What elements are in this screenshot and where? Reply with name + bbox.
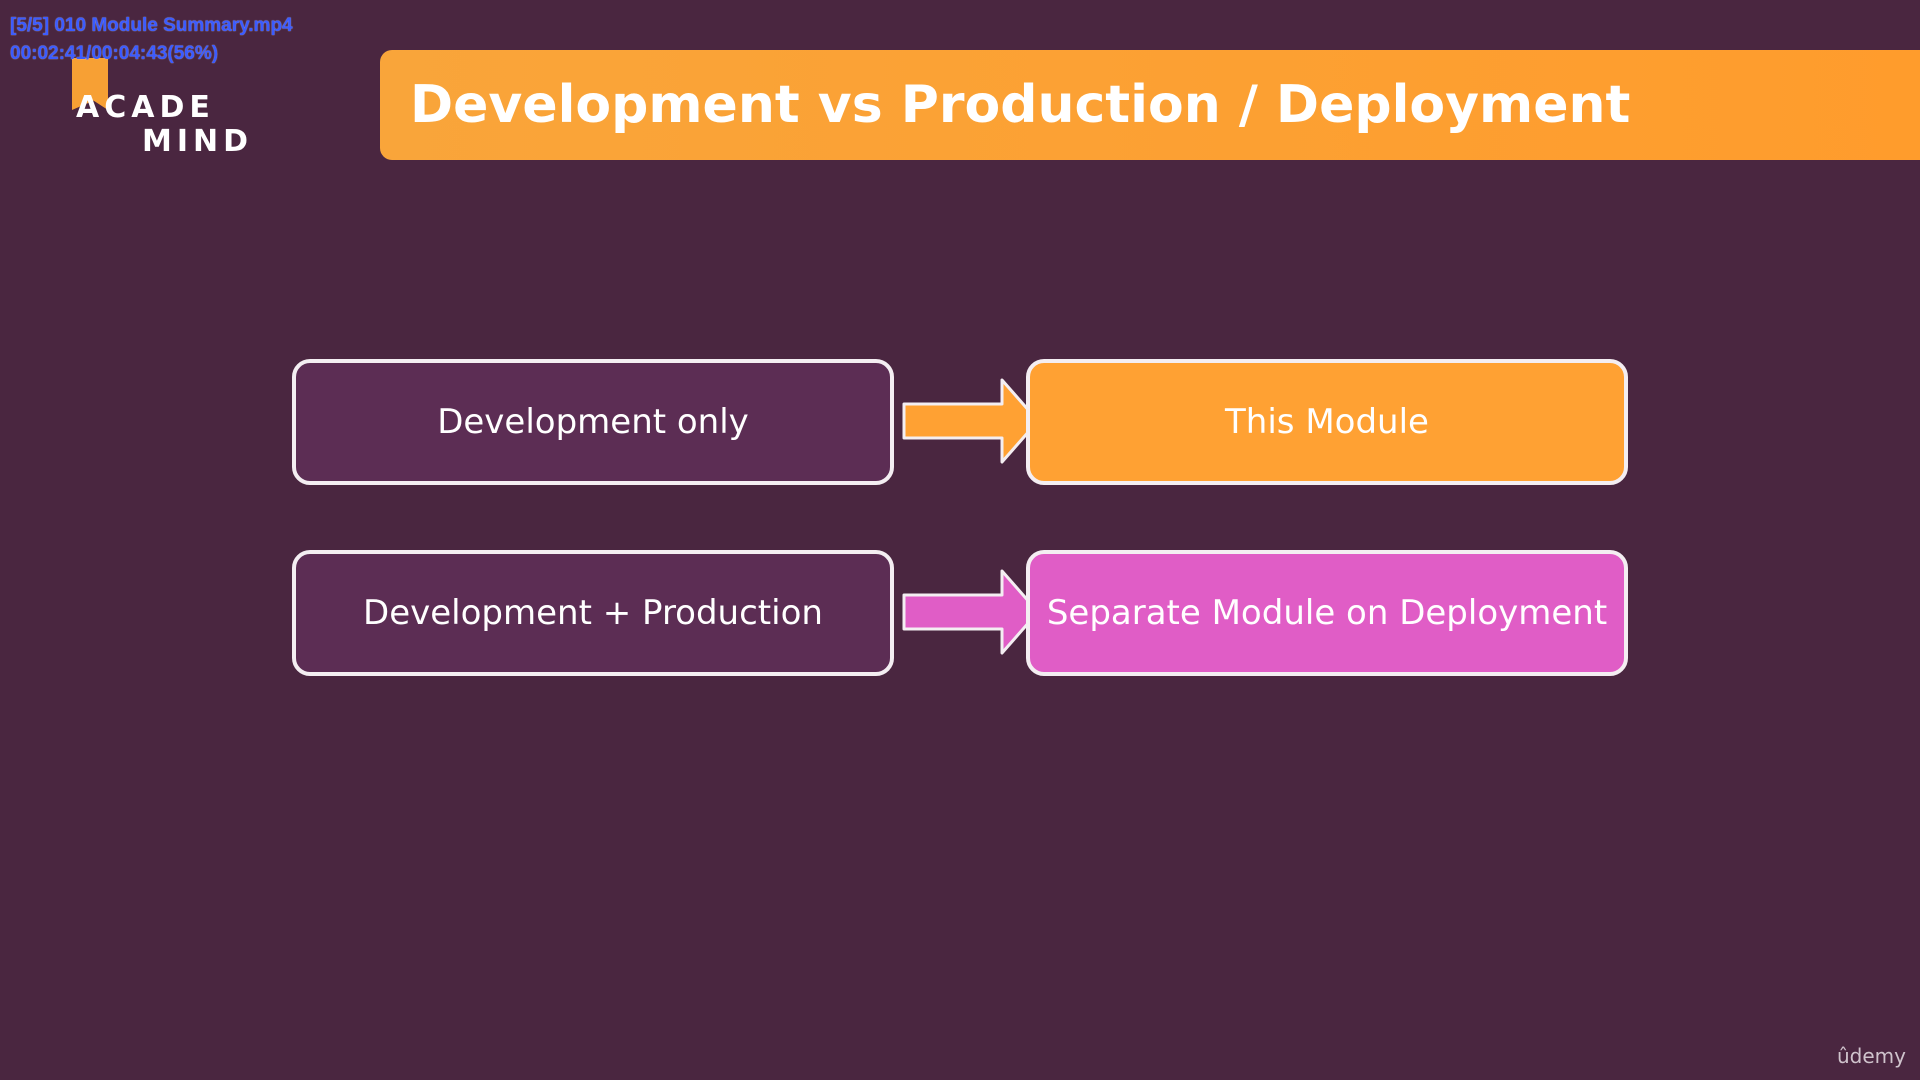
- this-module-label: This Module: [1225, 402, 1429, 442]
- separate-module-label: Separate Module on Deployment: [1046, 593, 1608, 633]
- arrow-right-orange-icon: [902, 378, 1040, 464]
- arrow-right-pink-icon: [902, 569, 1040, 655]
- development-only-label: Development only: [437, 402, 749, 442]
- logo-text-line2: MIND: [142, 124, 254, 159]
- logo-text-line1: ACADE: [76, 90, 215, 125]
- development-only-box: Development only: [292, 359, 894, 485]
- video-overlay-info: [5/5] 010 Module Summary.mp4 00:02:41/00…: [10, 12, 293, 68]
- academind-logo: ACADE MIND: [72, 58, 254, 159]
- development-production-label: Development + Production: [363, 593, 823, 633]
- development-production-box: Development + Production: [292, 550, 894, 676]
- video-time-label: 00:02:41/00:04:43(56%): [10, 43, 219, 64]
- video-file-label: [5/5] 010 Module Summary.mp4: [10, 15, 293, 36]
- title-banner: Development vs Production / Deployment: [380, 50, 1920, 160]
- slide-title: Development vs Production / Deployment: [410, 75, 1631, 135]
- udemy-watermark: ûdemy: [1837, 1044, 1906, 1068]
- separate-module-box: Separate Module on Deployment: [1026, 550, 1628, 676]
- logo-bookmark-icon: [72, 58, 108, 110]
- this-module-box: This Module: [1026, 359, 1628, 485]
